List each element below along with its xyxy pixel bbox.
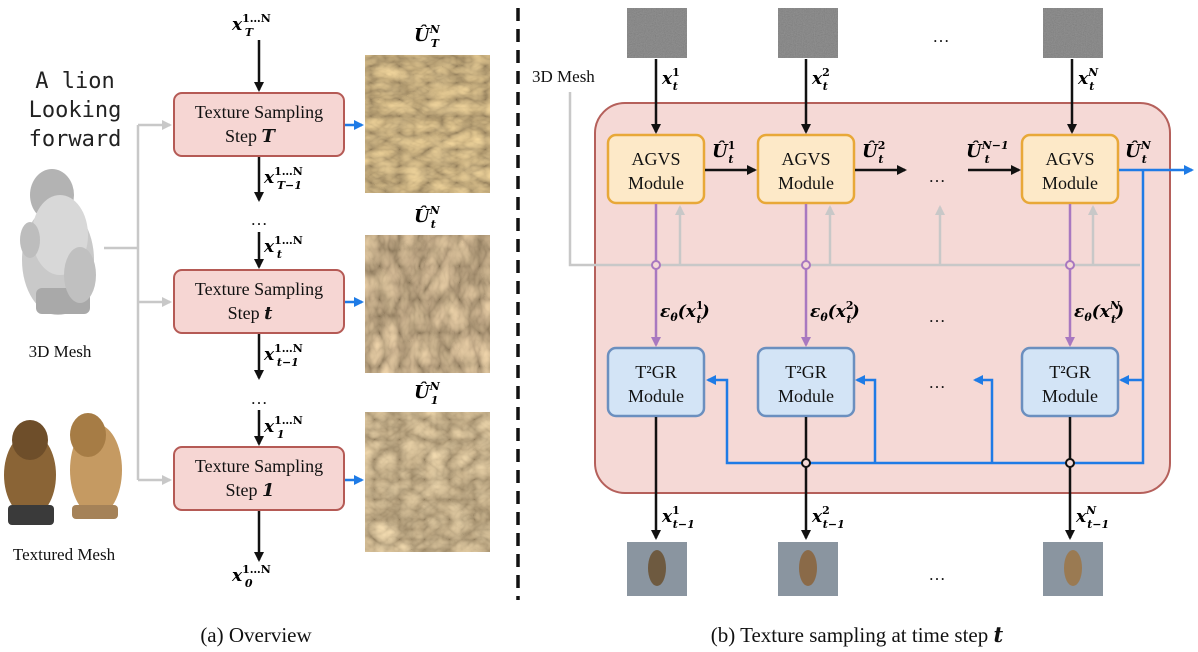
agvs-dots: … (929, 167, 946, 186)
overview-caption: (a) Overview (200, 623, 312, 647)
prompt-line-2: Looking (29, 98, 122, 123)
step-box-1: Texture Sampling Step 1 (173, 446, 345, 511)
step-T-line1: Texture Sampling (195, 102, 323, 122)
noise-to-agvs-arrows (651, 59, 1077, 134)
step-box-T: Texture Sampling Step T (173, 92, 345, 157)
t2gr-N-line1: T²GR (1049, 362, 1090, 382)
overview-dots-2: … (251, 389, 268, 408)
epsilon-arrows (651, 204, 1075, 347)
epsilon-dots: … (929, 307, 946, 326)
output-crossing-hops (801, 458, 1075, 468)
texture-feedback-lines (706, 165, 1194, 465)
sampling-mesh-label: 3D Mesh (532, 67, 595, 86)
t2gr-module-N: T²GR Module (1020, 346, 1120, 418)
step-T-line2: Step T (225, 126, 277, 147)
t2gr-1-line1: T²GR (635, 362, 676, 382)
step-box-t: Texture Sampling Step t (173, 269, 345, 334)
sampling-caption: (b) Texture sampling at time step t (711, 622, 1004, 647)
t2gr-module-1: T²GR Module (606, 346, 706, 418)
mesh-condition-lines (568, 92, 1140, 267)
textured-mesh-label: Textured Mesh (13, 545, 116, 564)
agvs-module-2: AGVS Module (756, 133, 856, 205)
step-t-line2: Step t (228, 303, 274, 324)
condition-connectors (104, 120, 172, 485)
prompt-line-3: forward (29, 127, 122, 152)
texture-image-t (365, 235, 490, 373)
step-t-line1: Texture Sampling (195, 279, 323, 299)
texture-image-T (365, 55, 490, 193)
mesh-label: 3D Mesh (29, 342, 92, 361)
t2gr-module-2: T²GR Module (756, 346, 856, 418)
crossing-hops (651, 260, 1075, 270)
noise-inputs: … (627, 8, 1103, 58)
agvs-N-line1: AGVS (1045, 149, 1094, 169)
agvs-1-line2: Module (628, 173, 684, 193)
textured-lion-image (4, 413, 122, 525)
agvs-1-line1: AGVS (631, 149, 680, 169)
t2gr-2-line2: Module (778, 386, 834, 406)
overview-dots-1: … (251, 210, 268, 229)
texture-image-1 (365, 412, 490, 552)
t2gr-1-line2: Module (628, 386, 684, 406)
agvs-module-N: AGVS Module (1020, 133, 1120, 205)
noise-dots: … (933, 27, 950, 46)
t2gr-dots: … (929, 373, 946, 392)
t2gr-N-line2: Module (1042, 386, 1098, 406)
overview-panel: A lion Looking forward 3D Mesh Textured … (4, 12, 490, 647)
overview-texture-arrows (345, 120, 364, 485)
output-dots: … (929, 565, 946, 584)
prompt-line-1: A lion (35, 69, 114, 94)
mesh-lion-image (20, 169, 96, 315)
output-images: … (627, 542, 1103, 596)
t2gr-output-arrows (651, 417, 1075, 540)
agvs-N-line2: Module (1042, 173, 1098, 193)
step-1-line1: Texture Sampling (195, 456, 323, 476)
agvs-2-line1: AGVS (781, 149, 830, 169)
t2gr-2-line1: T²GR (785, 362, 826, 382)
agvs-module-1: AGVS Module (606, 133, 706, 205)
agvs-2-line2: Module (778, 173, 834, 193)
step-1-line2: Step 1 (225, 480, 274, 501)
